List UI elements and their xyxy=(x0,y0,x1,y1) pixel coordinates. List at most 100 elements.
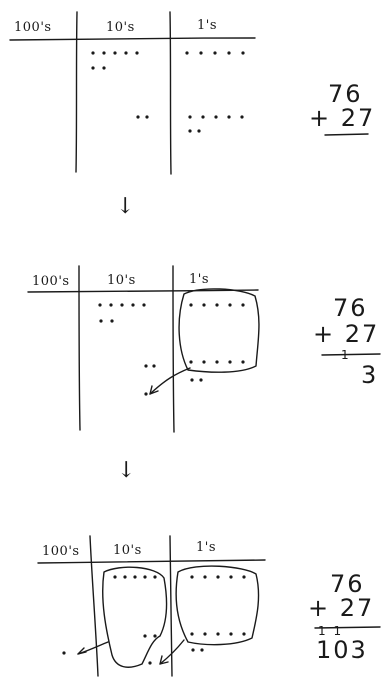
ones-dot xyxy=(199,378,203,382)
tens-dot xyxy=(135,51,139,55)
addend-top: 76 xyxy=(333,294,368,322)
header-rule xyxy=(37,559,266,564)
ones-dot xyxy=(202,360,206,364)
ones-dot xyxy=(213,51,217,55)
ones-dot xyxy=(200,648,204,652)
header-hundreds: 100's xyxy=(32,274,70,289)
header-tens: 10's xyxy=(106,20,135,35)
ones-dot xyxy=(190,575,194,579)
tens-dot xyxy=(143,634,147,638)
ones-dot xyxy=(215,360,219,364)
ones-dot xyxy=(199,51,203,55)
tens-dot xyxy=(120,303,124,307)
sum-rule xyxy=(321,353,381,356)
tens-dot xyxy=(102,51,106,55)
ones-dot xyxy=(228,303,232,307)
ones-dot xyxy=(227,51,231,55)
ones-dot xyxy=(242,632,246,636)
column-divider xyxy=(169,11,172,175)
ones-dot xyxy=(241,360,245,364)
dots-layer xyxy=(62,51,246,665)
header-ones: 1's xyxy=(197,18,218,33)
tens-dot xyxy=(133,575,137,579)
addend-top: 76 xyxy=(330,570,365,598)
carried-dot xyxy=(62,651,66,655)
tens-dot xyxy=(124,51,128,55)
tens-dot xyxy=(152,364,156,368)
ones-dot xyxy=(203,575,207,579)
ones-dot xyxy=(203,632,207,636)
column-divider xyxy=(78,265,81,431)
tens-dot xyxy=(142,303,146,307)
ones-dot xyxy=(240,115,244,119)
tens-dot xyxy=(110,319,114,323)
ones-dot xyxy=(185,51,189,55)
ones-dot xyxy=(229,632,233,636)
ones-dot xyxy=(227,115,231,119)
ones-dot xyxy=(202,303,206,307)
carry-arrowhead xyxy=(149,385,159,395)
header-tens: 10's xyxy=(113,543,142,558)
addend-bottom: + 27 xyxy=(309,104,376,132)
carry-arrow xyxy=(149,367,191,395)
header-ones: 1's xyxy=(189,272,210,287)
ones-dot xyxy=(189,360,193,364)
tens-dot xyxy=(143,575,147,579)
result-digits: 3 xyxy=(361,361,379,389)
tens-dot xyxy=(91,66,95,70)
group-loop xyxy=(175,565,260,646)
header-tens: 10's xyxy=(107,273,136,288)
tens-dot xyxy=(99,319,103,323)
group-loop xyxy=(102,566,168,668)
tens-dot xyxy=(144,364,148,368)
tens-dot xyxy=(136,115,140,119)
tens-dot xyxy=(109,303,113,307)
column-divider xyxy=(169,535,173,677)
tens-dot xyxy=(131,303,135,307)
tens-dot xyxy=(145,115,149,119)
column-divider xyxy=(172,265,175,433)
column-divider xyxy=(75,11,78,173)
tens-dot xyxy=(153,575,157,579)
ones-dot xyxy=(241,303,245,307)
ones-dot xyxy=(189,303,193,307)
carry-arrowhead xyxy=(77,647,87,655)
ones-dot xyxy=(216,575,220,579)
carry-arrow xyxy=(159,639,185,665)
ones-dot xyxy=(191,648,195,652)
ones-dot xyxy=(214,115,218,119)
header-hundreds: 100's xyxy=(14,20,52,35)
addend-top: 76 xyxy=(328,80,363,108)
ones-dot xyxy=(190,378,194,382)
ones-dot xyxy=(241,51,245,55)
ones-dot xyxy=(242,575,246,579)
tens-dot xyxy=(113,575,117,579)
ones-dot xyxy=(188,129,192,133)
addend-bottom: + 27 xyxy=(313,320,380,348)
sum-rule xyxy=(324,133,369,136)
ones-dot xyxy=(201,115,205,119)
tens-dot xyxy=(153,634,157,638)
result-digits: 103 xyxy=(316,636,368,664)
tens-dot xyxy=(91,51,95,55)
carried-dot xyxy=(144,392,148,396)
column-divider xyxy=(89,535,99,677)
ones-dot xyxy=(190,632,194,636)
down-arrow-icon: ↓ xyxy=(116,194,135,219)
tens-dot xyxy=(98,303,102,307)
sum-rule xyxy=(314,626,381,629)
carry-arrowhead xyxy=(159,655,169,665)
ones-dot xyxy=(216,632,220,636)
tens-dot xyxy=(113,51,117,55)
addend-bottom: + 27 xyxy=(308,594,375,622)
header-rule xyxy=(9,37,256,41)
ones-dot xyxy=(188,115,192,119)
ones-dot xyxy=(229,575,233,579)
header-rule xyxy=(27,289,259,293)
ones-dot xyxy=(228,360,232,364)
carried-dot xyxy=(148,661,152,665)
header-ones: 1's xyxy=(196,540,217,555)
header-hundreds: 100's xyxy=(42,544,80,559)
